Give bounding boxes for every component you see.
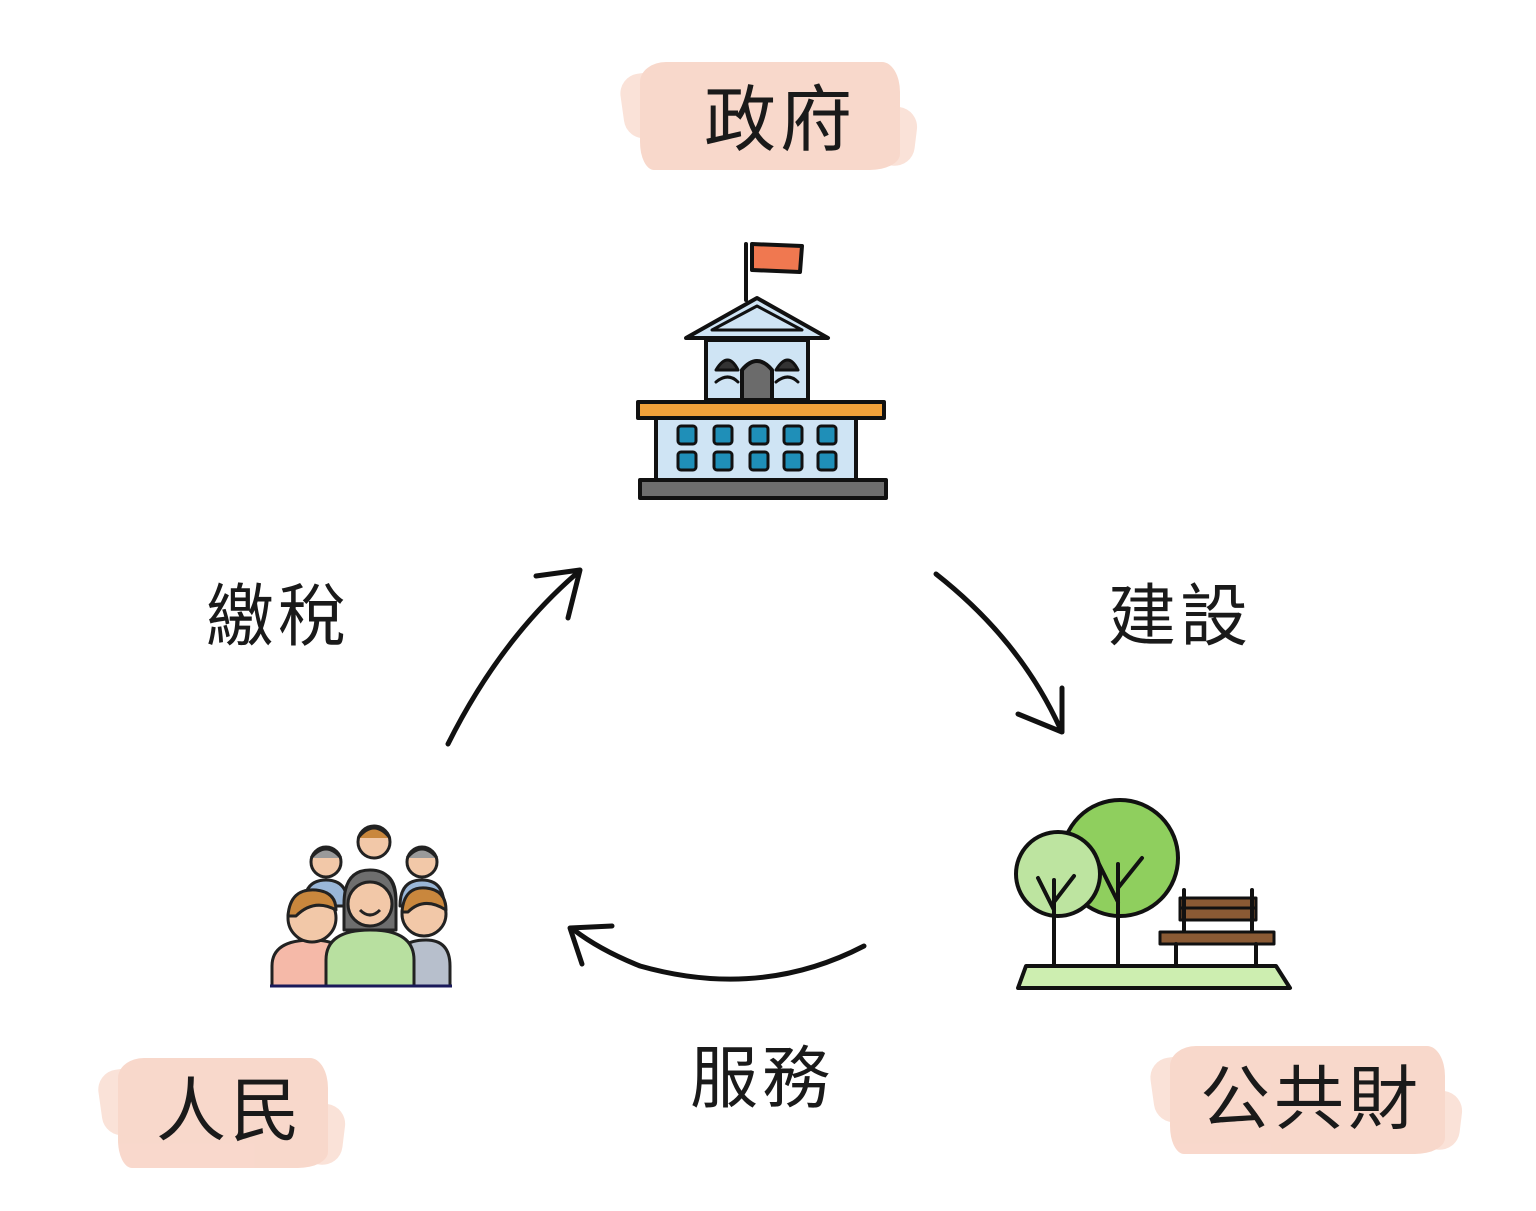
park-icon	[1014, 798, 1292, 990]
tax-edge-label: 繳稅	[206, 578, 351, 657]
government-label: 政府	[704, 78, 857, 162]
arrow-tax	[445, 567, 583, 747]
arrow-service	[567, 923, 867, 982]
government-building-icon	[636, 242, 888, 500]
government-label-highlight	[640, 62, 900, 170]
people-label: 人民	[156, 1070, 304, 1152]
people-label-highlight	[118, 1058, 328, 1168]
public-goods-label-highlight	[1170, 1046, 1445, 1154]
people-group-icon	[270, 824, 452, 988]
service-edge-label: 服務	[690, 1040, 835, 1119]
arrow-build	[933, 571, 1065, 735]
public-goods-label: 公共財	[1200, 1058, 1422, 1140]
build-edge-label: 建設	[1108, 578, 1253, 657]
